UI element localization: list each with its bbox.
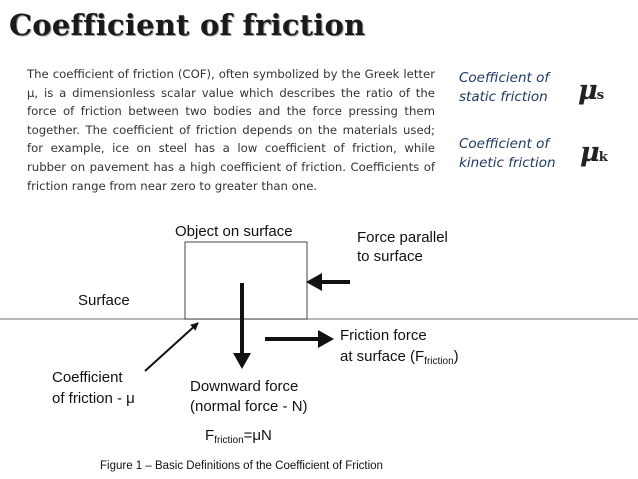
figure-caption: Figure 1 – Basic Definitions of the Coef… bbox=[100, 460, 383, 472]
definition-paragraph: The coefficient of friction (COF), often… bbox=[27, 67, 435, 193]
static-friction-symbol: μs bbox=[578, 75, 605, 106]
mu-subscript: s bbox=[596, 88, 605, 103]
mu-symbol: μ bbox=[580, 137, 600, 168]
mu-subscript: k bbox=[598, 150, 608, 165]
formula-rhs: =μN bbox=[244, 427, 272, 444]
object-box bbox=[184, 241, 308, 320]
friction-diagram: Object on surface Force parallel to surf… bbox=[0, 223, 638, 472]
kinetic-friction-label: Coefficient of kinetic friction bbox=[459, 135, 556, 173]
friction-force-subscript: friction bbox=[424, 356, 453, 367]
page-title: Coefficient of friction bbox=[9, 8, 366, 42]
friction-force-text: at surface (F bbox=[340, 348, 424, 365]
coefficient-label-1: Coefficient bbox=[52, 369, 123, 386]
kinetic-friction-symbol: μk bbox=[580, 137, 609, 168]
force-parallel-label-1: Force parallel bbox=[357, 229, 448, 246]
kinetic-label-line-1: Coefficient of bbox=[459, 136, 550, 152]
formula-f: F bbox=[205, 427, 214, 444]
surface-label: Surface bbox=[78, 292, 130, 309]
friction-force-label-2: at surface (Ffriction) bbox=[340, 348, 459, 367]
static-label-line-2: static friction bbox=[459, 89, 548, 105]
friction-force-paren: ) bbox=[454, 348, 459, 365]
downward-force-label-1: Downward force bbox=[190, 378, 298, 395]
mu-symbol: μ bbox=[578, 75, 598, 106]
force-parallel-arrow-head bbox=[306, 273, 322, 291]
friction-force-arrow-head bbox=[318, 330, 334, 348]
coefficient-pointer-arrow bbox=[144, 322, 199, 372]
friction-force-label-1: Friction force bbox=[340, 327, 427, 344]
static-label-line-1: Coefficient of bbox=[459, 70, 550, 86]
static-friction-label: Coefficient of static friction bbox=[459, 69, 549, 107]
force-parallel-label-2: to surface bbox=[357, 248, 423, 265]
formula-subscript: friction bbox=[214, 435, 243, 446]
normal-force-arrow-head bbox=[233, 353, 251, 369]
friction-formula: Ffriction=μN bbox=[205, 427, 272, 446]
downward-force-label-2: (normal force - N) bbox=[190, 398, 308, 415]
kinetic-label-line-2: kinetic friction bbox=[459, 155, 556, 171]
object-label: Object on surface bbox=[175, 223, 293, 240]
coefficient-label-2: of friction - μ bbox=[52, 390, 135, 407]
